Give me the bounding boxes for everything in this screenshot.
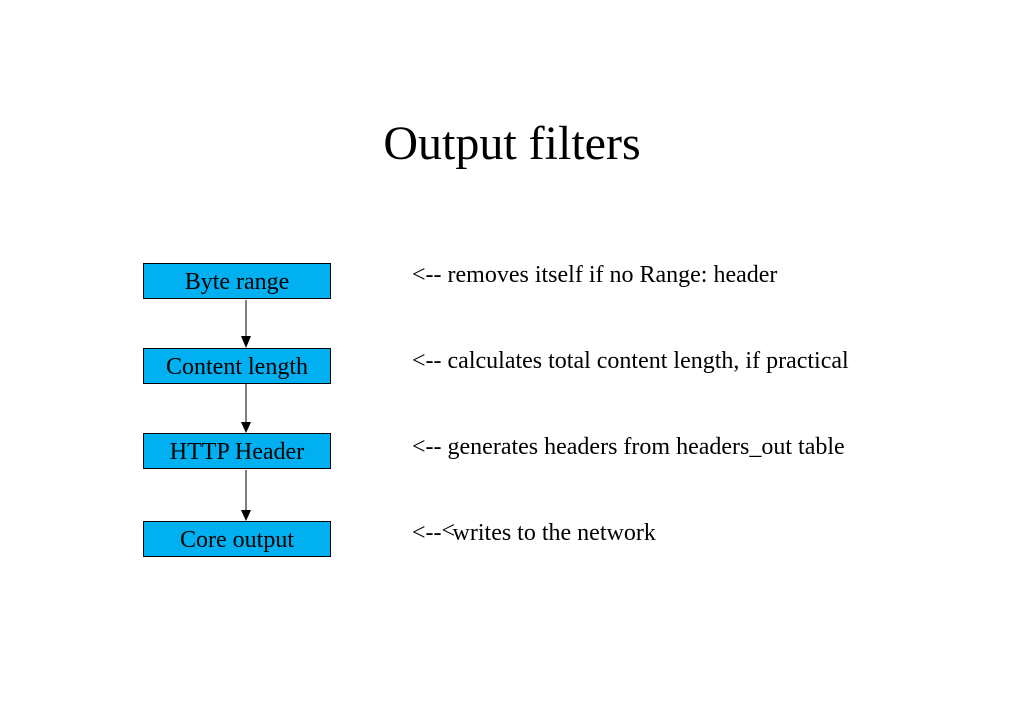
filter-box-content-length: Content length (143, 348, 331, 384)
note-byte-range: <-- removes itself if no Range: header (412, 262, 778, 288)
filter-box-core-output: Core output (143, 521, 331, 557)
filter-box-http-header: HTTP Header (143, 433, 331, 469)
note-content-length: <-- calculates total content length, if … (412, 348, 849, 374)
arrow-byte-range-to-content-length (241, 300, 251, 348)
slide-title: Output filters (383, 117, 641, 170)
note-core-output: <--<writes to the network (412, 518, 656, 548)
note-core-output-prefix: <-- (412, 520, 442, 546)
note-core-output-text: writes to the network (452, 520, 656, 546)
note-http-header: <-- generates headers from headers_out t… (412, 434, 845, 460)
arrow-http-header-to-core-output (241, 470, 251, 521)
filter-box-byte-range: Byte range (143, 263, 331, 299)
arrow-content-length-to-http-header (241, 384, 251, 433)
note-core-output-overlap: < (441, 518, 456, 544)
